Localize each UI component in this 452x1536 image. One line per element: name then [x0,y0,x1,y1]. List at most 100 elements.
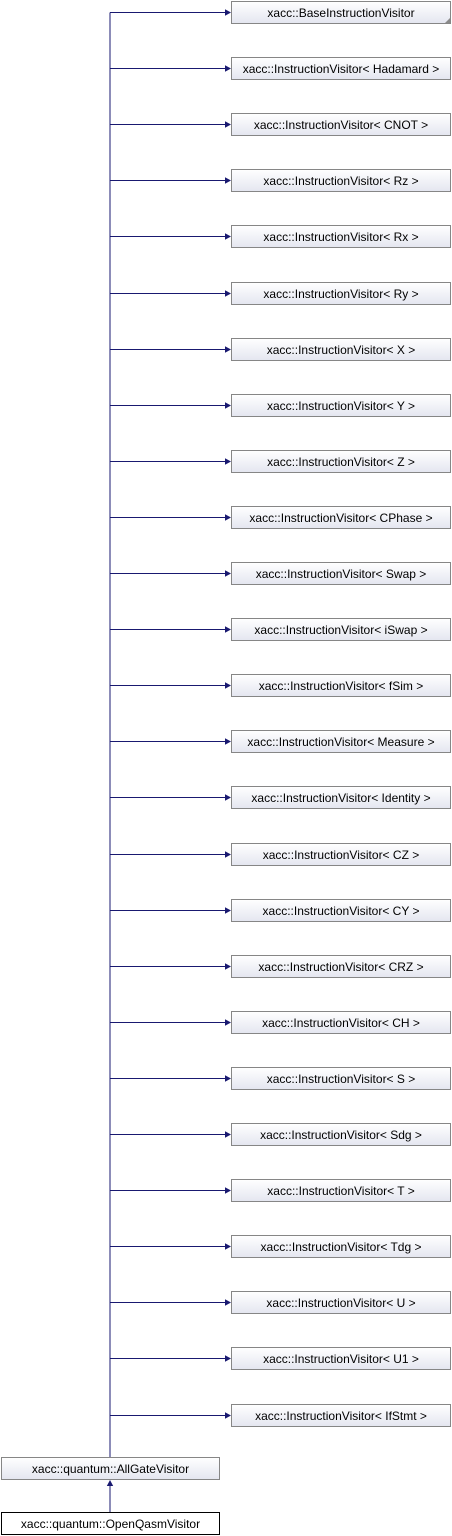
base-node-instructionvisitor-cnot[interactable]: xacc::InstructionVisitor< CNOT > [231,113,451,136]
base-node-instructionvisitor-tdg-box [231,1235,451,1258]
base-node-instructionvisitor-z[interactable]: xacc::InstructionVisitor< Z > [231,450,451,473]
base-node-instructionvisitor-cz-box [231,843,451,866]
inheritance-arrowhead [225,233,231,240]
base-node-instructionvisitor-t[interactable]: xacc::InstructionVisitor< T > [231,1179,451,1202]
base-node-instructionvisitor-rx-label: xacc::InstructionVisitor< Rx > [263,230,418,244]
base-node-instructionvisitor-u-label: xacc::InstructionVisitor< U > [266,1296,415,1310]
all-gate-visitor-node-label: xacc::quantum::AllGateVisitor [32,1462,189,1476]
base-node-instructionvisitor-s-label: xacc::InstructionVisitor< S > [267,1072,416,1086]
base-node-instructionvisitor-y-label: xacc::InstructionVisitor< Y > [267,399,415,413]
inheritance-arrowhead [225,1355,231,1362]
base-node-instructionvisitor-iswap-label: xacc::InstructionVisitor< iSwap > [254,623,427,637]
base-node-instructionvisitor-x-box [231,338,451,361]
open-qasm-visitor-node[interactable]: xacc::quantum::OpenQasmVisitor [1,1512,220,1535]
base-node-instructionvisitor-iswap[interactable]: xacc::InstructionVisitor< iSwap > [231,618,451,641]
base-node-instructionvisitor-tdg[interactable]: xacc::InstructionVisitor< Tdg > [231,1235,451,1258]
inheritance-arrowhead [225,346,231,353]
inheritance-arrowhead [225,1243,231,1250]
base-node-instructionvisitor-s[interactable]: xacc::InstructionVisitor< S > [231,1067,451,1090]
inheritance-arrowhead [225,851,231,858]
base-node-instructionvisitor-ch-box [231,1011,451,1034]
base-node-instructionvisitor-z-box [231,450,451,473]
base-node-instructionvisitor-u-box [231,1291,451,1314]
inheritance-arrowhead [225,458,231,465]
base-node-instructionvisitor-measure-label: xacc::InstructionVisitor< Measure > [247,735,434,749]
inheritance-arrowhead [225,570,231,577]
inheritance-arrowhead [225,626,231,633]
inheritance-arrowhead [225,1019,231,1026]
inheritance-arrowhead [225,121,231,128]
base-node-instructionvisitor-rx-box [231,225,451,248]
base-node-instructionvisitor-swap[interactable]: xacc::InstructionVisitor< Swap > [231,562,451,585]
base-node-instructionvisitor-ry-label: xacc::InstructionVisitor< Ry > [263,287,418,301]
base-node-instructionvisitor-swap-box [231,562,451,585]
base-node-instructionvisitor-measure-box [231,730,451,753]
inheritance-arrowhead [225,9,231,16]
base-node-instructionvisitor-rx[interactable]: xacc::InstructionVisitor< Rx > [231,225,451,248]
base-node-instructionvisitor-u1[interactable]: xacc::InstructionVisitor< U1 > [231,1347,451,1370]
base-node-instructionvisitor-crz[interactable]: xacc::InstructionVisitor< CRZ > [231,955,451,978]
base-node-instructionvisitor-cnot-label: xacc::InstructionVisitor< CNOT > [254,118,428,132]
base-node-instructionvisitor-crz-label: xacc::InstructionVisitor< CRZ > [258,960,423,974]
inheritance-arrowhead [225,907,231,914]
base-node-instructionvisitor-swap-label: xacc::InstructionVisitor< Swap > [256,567,427,581]
base-node-instructionvisitor-fsim-label: xacc::InstructionVisitor< fSim > [259,679,424,693]
base-node-instructionvisitor-ry-box [231,282,451,305]
base-node-instructionvisitor-tdg-label: xacc::InstructionVisitor< Tdg > [261,1240,422,1254]
base-node-instructionvisitor-sdg-box [231,1123,451,1146]
base-node-instructionvisitor-cnot-box [231,113,451,136]
base-node-instructionvisitor-u[interactable]: xacc::InstructionVisitor< U > [231,1291,451,1314]
base-node-instructionvisitor-cy-box [231,899,451,922]
base-node-instructionvisitor-rz-box [231,169,451,192]
base-node-instructionvisitor-t-box [231,1179,451,1202]
base-node-instructionvisitor-hadamard-box [231,57,451,80]
inheritance-arrowhead [225,1187,231,1194]
inheritance-edges [106,9,231,1512]
base-node-instructionvisitor-y[interactable]: xacc::InstructionVisitor< Y > [231,394,451,417]
base-node-instructionvisitor-cy[interactable]: xacc::InstructionVisitor< CY > [231,899,451,922]
inheritance-arrowhead [225,290,231,297]
inheritance-arrowhead [225,65,231,72]
inheritance-arrowhead [225,402,231,409]
base-node-instructionvisitor-cphase[interactable]: xacc::InstructionVisitor< CPhase > [231,506,451,529]
base-node-instructionvisitor-u1-box [231,1347,451,1370]
base-node-instructionvisitor-cz[interactable]: xacc::InstructionVisitor< CZ > [231,843,451,866]
inheritance-arrowhead [225,963,231,970]
inheritance-arrowhead [225,177,231,184]
all-gate-visitor-node-box [1,1457,220,1480]
base-node-instructionvisitor-crz-box [231,955,451,978]
base-node-instructionvisitor-ifstmt[interactable]: xacc::InstructionVisitor< IfStmt > [231,1404,451,1427]
open-qasm-visitor-node-label: xacc::quantum::OpenQasmVisitor [21,1517,200,1531]
base-node-instructionvisitor-fsim-box [231,674,451,697]
base-node-instructionvisitor-measure[interactable]: xacc::InstructionVisitor< Measure > [231,730,451,753]
base-node-instructionvisitor-identity[interactable]: xacc::InstructionVisitor< Identity > [231,786,451,809]
base-node-instructionvisitor-ifstmt-label: xacc::InstructionVisitor< IfStmt > [255,1409,427,1423]
base-node-instructionvisitor-cphase-label: xacc::InstructionVisitor< CPhase > [249,511,432,525]
base-node-instructionvisitor-t-label: xacc::InstructionVisitor< T > [267,1184,414,1198]
inheritance-arrowhead [225,794,231,801]
base-node-instructionvisitor-y-box [231,394,451,417]
base-node-instructionvisitor-identity-box [231,786,451,809]
inheritance-arrowhead [225,514,231,521]
base-node-instructionvisitor-ifstmt-box [231,1404,451,1427]
base-node-instructionvisitor-ry[interactable]: xacc::InstructionVisitor< Ry > [231,282,451,305]
base-node-instructionvisitor-hadamard-label: xacc::InstructionVisitor< Hadamard > [243,62,440,76]
base-node-instructionvisitor-x[interactable]: xacc::InstructionVisitor< X > [231,338,451,361]
base-node-instructionvisitor-ch[interactable]: xacc::InstructionVisitor< CH > [231,1011,451,1034]
base-node-instructionvisitor-rz-label: xacc::InstructionVisitor< Rz > [263,174,418,188]
base-node-instructionvisitor-fsim[interactable]: xacc::InstructionVisitor< fSim > [231,674,451,697]
inheritance-arrowhead [225,1075,231,1082]
base-node-baseinstructionvisitor[interactable]: xacc::BaseInstructionVisitor [231,1,451,24]
base-node-instructionvisitor-cy-label: xacc::InstructionVisitor< CY > [263,904,420,918]
inheritance-arrowhead [225,1412,231,1419]
inheritance-arrowhead [225,1131,231,1138]
base-node-instructionvisitor-sdg[interactable]: xacc::InstructionVisitor< Sdg > [231,1123,451,1146]
base-node-instructionvisitor-identity-label: xacc::InstructionVisitor< Identity > [251,791,430,805]
inheritance-arrowhead [106,1480,114,1486]
base-node-instructionvisitor-hadamard[interactable]: xacc::InstructionVisitor< Hadamard > [231,57,451,80]
inheritance-arrowhead [225,1299,231,1306]
all-gate-visitor-node[interactable]: xacc::quantum::AllGateVisitor [1,1457,220,1480]
base-node-instructionvisitor-rz[interactable]: xacc::InstructionVisitor< Rz > [231,169,451,192]
